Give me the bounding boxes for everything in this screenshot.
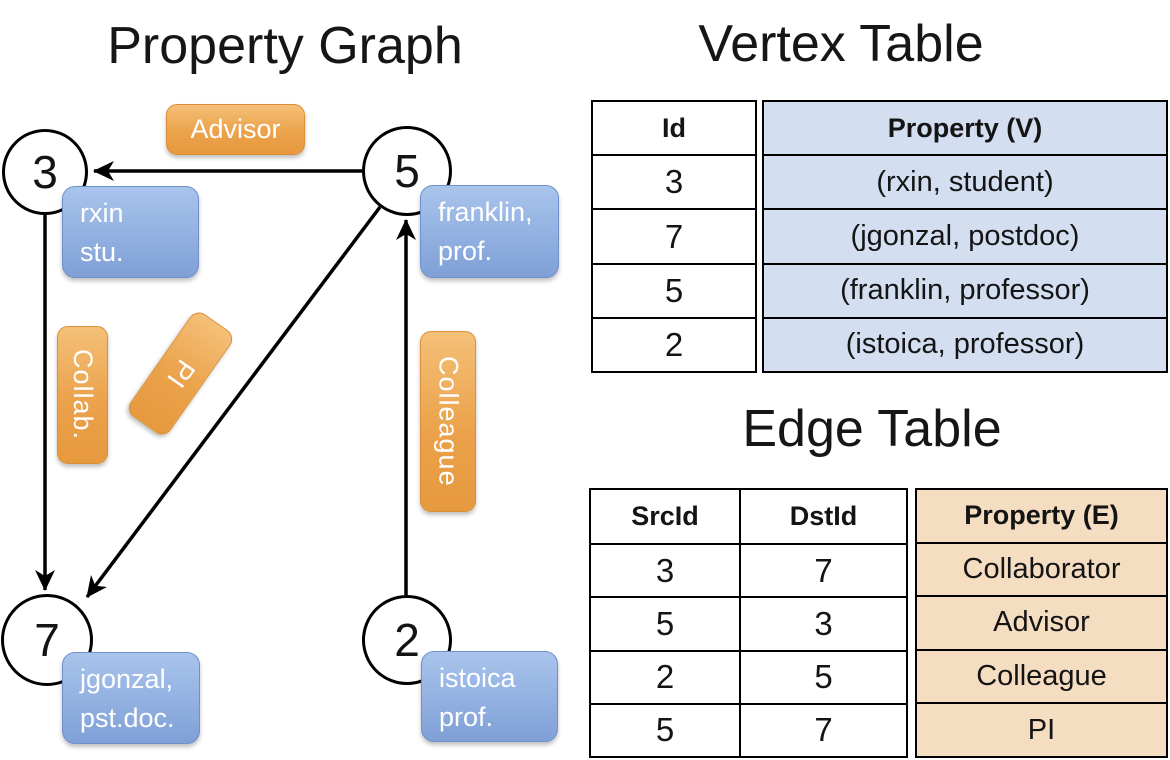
vertex-label-5-line2: prof. bbox=[438, 236, 493, 266]
edge-table-src-cell: 5 bbox=[591, 596, 741, 650]
vertex-table-title: Vertex Table bbox=[698, 15, 984, 73]
edge-table-id-columns: SrcId DstId 3 7 5 3 2 5 5 7 bbox=[589, 488, 908, 758]
vertex-label-5-line1: franklin, bbox=[438, 197, 533, 227]
vertex-label-5: franklin, prof. bbox=[420, 185, 559, 278]
vertex-table-id-cell: 2 bbox=[593, 316, 755, 371]
edge-label-advisor: Advisor bbox=[166, 104, 305, 155]
edge-5-to-7 bbox=[85, 205, 382, 599]
edge-table-dst-header: DstId bbox=[789, 501, 858, 532]
vertex-label-2-line2: prof. bbox=[439, 702, 494, 732]
vertex-table-id-cell: 5 bbox=[593, 262, 755, 317]
edge-table-property-column: Property (E) Collaborator Advisor Collea… bbox=[915, 488, 1168, 758]
vertex-table-id-header: Id bbox=[662, 112, 686, 143]
edge-table-dst-cell: 5 bbox=[741, 649, 906, 703]
edge-table-src-cell: 3 bbox=[591, 543, 741, 597]
edge-table-dst-cell: 3 bbox=[741, 596, 906, 649]
vertex-label-7-line1: jgonzal, bbox=[80, 664, 174, 694]
vertex-table-id-cell: 7 bbox=[593, 208, 755, 262]
vertex-table-property-cell: (rxin, student) bbox=[764, 154, 1166, 208]
edge-table-property-cell: PI bbox=[917, 702, 1166, 756]
vertex-table-property-header: Property (V) bbox=[887, 112, 1043, 143]
vertex-table-property-column: Property (V) (rxin, student) (jgonzal, p… bbox=[762, 100, 1168, 373]
vertex-label-2: istoica prof. bbox=[421, 651, 558, 742]
graph-node-2: 2 bbox=[362, 595, 452, 685]
edge-table-property-cell: Advisor bbox=[917, 595, 1166, 649]
edge-table-dst-cell: 7 bbox=[741, 543, 906, 596]
vertex-table-id-cell: 3 bbox=[593, 154, 755, 208]
vertex-table-id-column: Id 3 7 5 2 bbox=[591, 100, 757, 373]
property-graph-title: Property Graph bbox=[107, 17, 463, 75]
edge-table-src-cell: 2 bbox=[591, 649, 741, 703]
graph-node-5: 5 bbox=[362, 126, 452, 216]
vertex-table-property-cell: (franklin, professor) bbox=[764, 262, 1166, 317]
vertex-label-3: rxin stu. bbox=[62, 186, 199, 278]
vertex-label-3-line2: stu. bbox=[80, 237, 124, 267]
graph-edges bbox=[35, 161, 416, 599]
edge-table-property-cell: Colleague bbox=[917, 648, 1166, 703]
vertex-label-3-line1: rxin bbox=[80, 198, 124, 228]
edge-table-property-cell: Collaborator bbox=[917, 541, 1166, 596]
edge-table-title: Edge Table bbox=[742, 400, 1002, 458]
edge-label-colleague: Colleague bbox=[420, 331, 476, 512]
vertex-table-property-cell: (istoica, professor) bbox=[764, 316, 1166, 371]
edge-table-src-cell: 5 bbox=[591, 702, 741, 756]
edge-label-collab: Collab. bbox=[57, 326, 108, 464]
vertex-label-7: jgonzal, pst.doc. bbox=[62, 652, 200, 744]
edge-table-property-header: Property (E) bbox=[964, 500, 1119, 531]
vertex-label-7-line2: pst.doc. bbox=[80, 703, 175, 733]
vertex-label-2-line1: istoica bbox=[439, 663, 516, 693]
vertex-table-property-cell: (jgonzal, postdoc) bbox=[764, 208, 1166, 262]
edge-table-dst-cell: 7 bbox=[741, 702, 906, 756]
edge-table-src-header: SrcId bbox=[591, 490, 741, 544]
